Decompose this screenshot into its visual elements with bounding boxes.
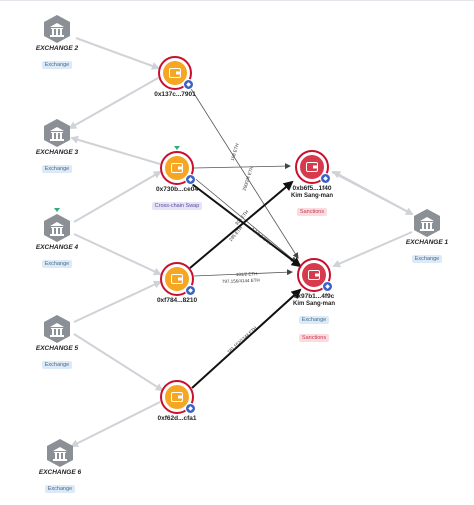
wallet-f784-node[interactable]: ◆ 0xf784...8210: [122, 262, 232, 305]
edge-w137-ex3: [68, 77, 159, 129]
edge-w730-w97: [191, 175, 297, 263]
edge-label-5: 101/2 ETH: [235, 271, 258, 277]
exchange-2-label: EXCHANGE 2: [35, 45, 79, 52]
wallet-137c-node[interactable]: ◆ 0x137c...7901: [120, 56, 230, 99]
wallet-address-label: 0xf784...8210: [156, 297, 198, 304]
edge-wf62-w97: [191, 288, 302, 389]
wallet-b6f5-node[interactable]: ◆ 0xb6f5...1f40 Kim Sang-man Sanctions: [257, 150, 367, 218]
bank-icon: [44, 315, 70, 343]
sanctions-tag: Sanctions: [298, 334, 330, 342]
wallet-icon: [308, 270, 320, 280]
ethereum-icon: ◆: [185, 285, 196, 296]
exchange-1-label: EXCHANGE 1: [405, 239, 449, 246]
bank-icon: [44, 119, 70, 147]
wallet-address-label: 0xf62d...cfa1: [157, 415, 197, 422]
edge-ex4-wf784: [73, 233, 162, 276]
ethereum-icon: ◆: [185, 174, 196, 185]
wallet-badge: ◆: [295, 150, 331, 184]
edge-ex5-wf784: [73, 280, 162, 323]
edge-wf784-wb6: [189, 180, 294, 269]
wallet-badge: ◆: [297, 258, 333, 292]
exchange-tag: Exchange: [298, 316, 330, 324]
exchange-tag: Exchange: [411, 255, 443, 263]
exchange-tag: Exchange: [41, 165, 73, 173]
exchange-5-label: EXCHANGE 5: [35, 345, 79, 352]
wallet-icon: [171, 274, 183, 284]
exchange-6-node[interactable]: EXCHANGE 6 Exchange: [5, 438, 115, 495]
wallet-icon: [306, 162, 318, 172]
exchange-5-node[interactable]: EXCHANGE 5 Exchange: [2, 314, 112, 371]
exchange-tag: Exchange: [44, 485, 76, 493]
exchange-4-node[interactable]: EXCHANGE 4 Exchange: [2, 208, 112, 270]
edge-w137-w97: [187, 83, 299, 259]
exchange-tag: Exchange: [41, 61, 73, 69]
edge-w730-wb6: [193, 163, 291, 170]
ethereum-icon: ◆: [320, 173, 331, 184]
exchange-4-label: EXCHANGE 4: [35, 244, 79, 251]
top-divider: [0, 0, 474, 1]
wallet-badge: ◆: [158, 56, 194, 90]
edge-wf784-w97: [193, 269, 293, 277]
wallet-badge: ◆: [160, 151, 196, 185]
wallet-97b1-node[interactable]: ◆ 0x97b1...4f9c Kim Sang-man Exchange Sa…: [259, 258, 369, 344]
exchange-tag: Exchange: [41, 361, 73, 369]
cross-chain-swap-tag: Cross-chain Swap: [151, 202, 203, 210]
wallet-address-label: 0x97b1...4f9c: [293, 293, 335, 300]
exchange-3-node[interactable]: EXCHANGE 3 Exchange: [2, 118, 112, 175]
bank-icon: [414, 209, 440, 237]
edge-ex4-w730: [73, 170, 162, 223]
exchange-6-label: EXCHANGE 6: [38, 469, 82, 476]
ethereum-icon: ◆: [185, 403, 196, 414]
edge-ex5-wf62: [73, 333, 164, 392]
wallet-icon: [171, 392, 183, 402]
wallet-address-label: 0xb6f5...1f40: [292, 185, 332, 192]
flag-marker-icon: [174, 146, 180, 150]
owner-name-label: Kim Sang-man: [290, 193, 333, 199]
wallet-address-label: 0x730b...ce04: [156, 186, 198, 193]
edge-w730-w97-thick: [191, 183, 302, 268]
wallet-badge: ◆: [160, 380, 196, 414]
wallet-f62d-node[interactable]: ◆ 0xf62d...cfa1: [122, 380, 232, 423]
edge-ex1-wb6: [332, 171, 413, 215]
ethereum-icon: ◆: [322, 281, 333, 292]
bank-icon: [47, 439, 73, 467]
ethereum-icon: ◆: [183, 79, 194, 90]
bank-icon: [44, 15, 70, 43]
edge-ex1-w97: [332, 231, 413, 268]
edge-wf62-ex6: [70, 401, 161, 447]
wallet-address-label: 0x137c...7901: [154, 91, 196, 98]
wallet-730b-node[interactable]: ◆ 0x730b...ce04 Cross-chain Swap: [122, 146, 232, 212]
exchange-2-node[interactable]: EXCHANGE 2 Exchange: [2, 14, 112, 71]
wallet-icon: [169, 68, 181, 78]
edge-ex2-w137: [75, 37, 160, 70]
wallet-badge: ◆: [160, 262, 196, 296]
edge-w730-ex3: [70, 135, 161, 165]
bank-icon: [44, 214, 70, 242]
sanctions-tag: Sanctions: [296, 208, 328, 216]
flag-marker-icon: [54, 208, 60, 212]
exchange-tag: Exchange: [41, 260, 73, 268]
owner-name-label: Kim Sang-man: [292, 301, 335, 307]
exchange-3-label: EXCHANGE 3: [35, 149, 79, 156]
exchange-1-node[interactable]: EXCHANGE 1 Exchange: [372, 208, 474, 265]
wallet-icon: [171, 163, 183, 173]
